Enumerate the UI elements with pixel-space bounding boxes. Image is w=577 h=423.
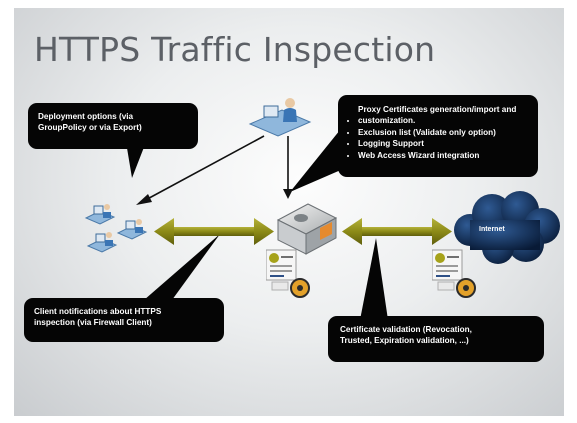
certificate-icon xyxy=(432,249,476,298)
callout-pointer-cert xyxy=(360,238,388,320)
client-computer-icon xyxy=(116,219,148,240)
slide: Internet HTTPS Traffic Inspection Deploy… xyxy=(14,8,564,416)
list-item: Proxy Certificates generation/import and… xyxy=(358,104,528,127)
callout-pointer-deployment xyxy=(126,142,146,178)
internet-cloud-icon xyxy=(454,191,560,264)
arrow-admin-to-clients xyxy=(139,135,265,204)
callout-text-line: GroupPolicy or via Export) xyxy=(38,123,142,133)
callout-text-line: Client notifications about HTTPS xyxy=(34,307,162,316)
client-computer-icon xyxy=(84,204,116,225)
page-title: HTTPS Traffic Inspection xyxy=(34,30,436,69)
list-item: Web Access Wizard integration xyxy=(358,150,528,161)
proxy-item-text: Exclusion list (Validate only option) xyxy=(358,127,496,137)
callout-pointer-client xyxy=(144,234,220,300)
list-item: Logging Support xyxy=(358,138,528,149)
diagram-canvas xyxy=(84,98,560,320)
client-computer-icon xyxy=(86,232,118,253)
proxy-feature-list: Proxy Certificates generation/import and… xyxy=(348,104,528,161)
list-item: Exclusion list (Validate only option) xyxy=(358,127,528,138)
callout-text-line: Trusted, Expiration validation, ...) xyxy=(340,336,469,346)
internet-label: Internet xyxy=(479,226,505,233)
proxy-item-text: Logging Support xyxy=(358,139,424,149)
admin-workstation-icon xyxy=(248,98,312,137)
proxy-item-text: Web Access Wizard integration xyxy=(358,150,480,160)
proxy-item-text: Proxy Certificates generation/import and… xyxy=(358,105,517,126)
callout-text-line: Deployment options (via xyxy=(38,112,134,121)
traffic-arrow-clients-proxy xyxy=(154,218,274,245)
arrow-head-proxy xyxy=(283,189,293,199)
callout-pointer-proxy xyxy=(290,130,350,192)
callout-text-line: inspection (via Firewall Client) xyxy=(34,318,152,328)
traffic-arrow-proxy-internet xyxy=(342,218,452,245)
arrow-head-clients xyxy=(136,194,152,205)
callout-deployment-options: Deployment options (via GroupPolicy or v… xyxy=(28,103,198,149)
callout-client-notifications: Client notifications about HTTPS inspect… xyxy=(24,298,224,342)
certificate-icon xyxy=(266,249,310,298)
callout-text-line: Certificate validation (Revocation, xyxy=(340,325,472,334)
callout-certificate-validation: Certificate validation (Revocation, Trus… xyxy=(328,316,544,362)
proxy-server-icon xyxy=(276,203,338,255)
callout-proxy-features: Proxy Certificates generation/import and… xyxy=(338,95,538,177)
